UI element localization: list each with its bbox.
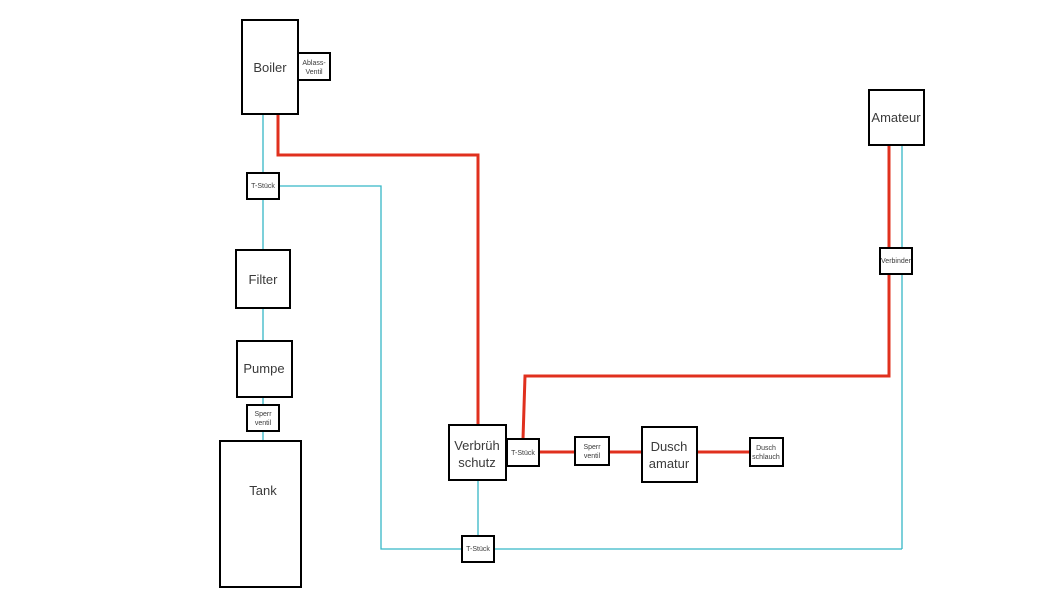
ablass-ventil-box: Ablass- Ventil	[297, 52, 331, 81]
verbruehschutz-box: Verbrüh schutz	[448, 424, 507, 481]
duschschlauch-label-line2: schlauch	[752, 454, 780, 461]
duschamatur-box: Dusch amatur	[641, 426, 698, 483]
amateur-box: Amateur	[868, 89, 925, 146]
hot-line-boiler-verbruehschutz	[276, 114, 480, 425]
tstueck-mid-box: T-Stück	[506, 438, 540, 467]
sperrventil-left-label-line1: Sperr	[254, 411, 272, 418]
filter-box: Filter	[235, 249, 291, 309]
sperrventil-left-label-line2: ventil	[255, 420, 272, 427]
duschschlauch-box: Dusch schlauch	[749, 437, 784, 467]
cold-line-tstueck-bottom-main	[279, 185, 462, 550]
hot-water-lines	[276, 114, 891, 454]
tank-box: Tank	[219, 440, 302, 588]
filter-label: Filter	[249, 272, 279, 287]
tstueck-bottom-label: T-Stück	[466, 546, 490, 553]
hot-line-tstueck-amateur	[521, 274, 891, 440]
tstueck-mid-label: T-Stück	[511, 450, 535, 457]
verbruehschutz-label-line2: schutz	[458, 455, 496, 470]
verbruehschutz-label-line1: Verbrüh	[454, 438, 500, 453]
tstueck-top-label: T-Stück	[251, 183, 275, 190]
tstueck-bottom-box: T-Stück	[461, 535, 495, 563]
tank-label: Tank	[249, 483, 277, 498]
verbinder-box: Verbinder	[879, 247, 913, 275]
amateur-label: Amateur	[871, 110, 921, 125]
duschschlauch-label-line1: Dusch	[756, 445, 776, 452]
duschamatur-label-line2: amatur	[649, 456, 690, 471]
pumpe-box: Pumpe	[236, 340, 293, 398]
cold-water-lines	[262, 114, 903, 550]
ablass-ventil-label-line1: Ablass-	[302, 60, 326, 67]
sperrventil-left-box: Sperr ventil	[246, 404, 280, 432]
sperrventil-right-label-line2: ventil	[584, 453, 601, 460]
pumpe-label: Pumpe	[243, 361, 284, 376]
boiler-box: Boiler	[241, 19, 299, 115]
sperrventil-right-box: Sperr ventil	[574, 436, 610, 466]
sperrventil-right-label-line1: Sperr	[583, 444, 601, 451]
boiler-label: Boiler	[253, 60, 287, 75]
duschamatur-label-line1: Dusch	[651, 439, 688, 454]
ablass-ventil-label-line2: Ventil	[305, 69, 323, 76]
tstueck-top-box: T-Stück	[246, 172, 280, 200]
verbinder-label: Verbinder	[881, 258, 912, 265]
